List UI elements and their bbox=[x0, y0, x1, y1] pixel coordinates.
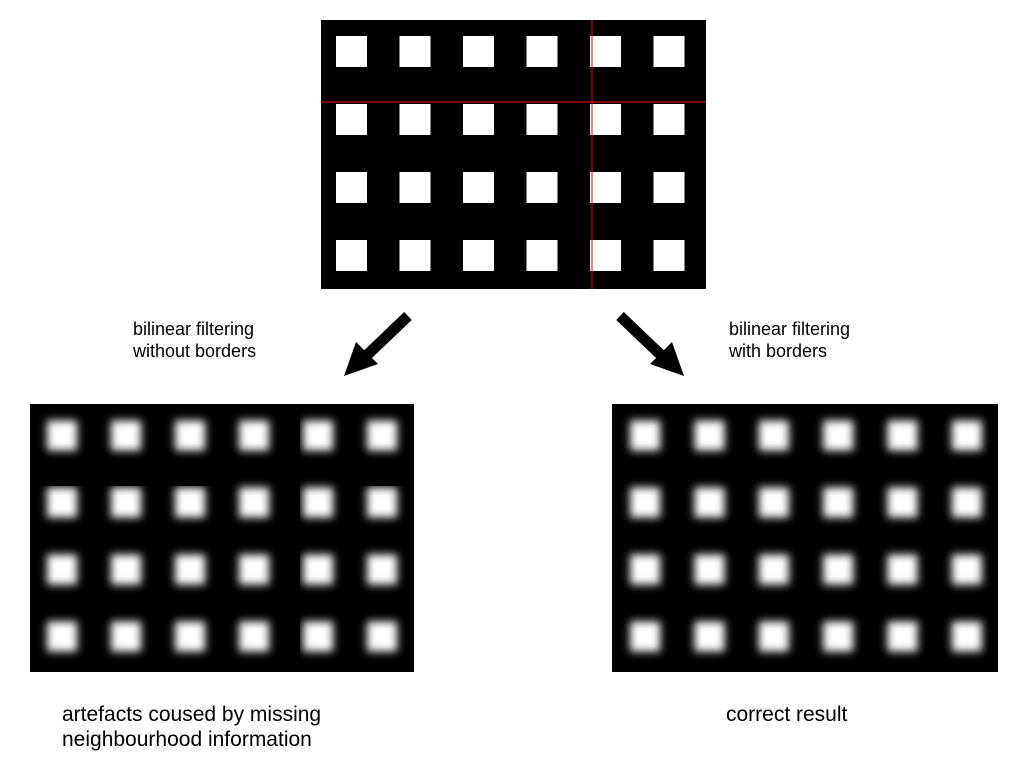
blurred-square bbox=[758, 487, 789, 518]
blurred-square bbox=[175, 420, 205, 451]
square bbox=[590, 172, 621, 203]
label-without-borders: bilinear filtering without borders bbox=[133, 319, 257, 361]
label-with-borders: bilinear filtering with borders bbox=[729, 319, 851, 361]
blurred-square bbox=[175, 621, 205, 652]
blurred-square bbox=[303, 554, 333, 585]
caption-artefacts: artefacts coused by missing neighbourhoo… bbox=[62, 703, 322, 751]
blurred-square bbox=[47, 554, 77, 585]
blurred-square bbox=[630, 554, 661, 585]
square bbox=[526, 172, 558, 203]
blurred-square bbox=[694, 487, 725, 518]
square bbox=[526, 36, 558, 67]
blurred-square bbox=[175, 554, 205, 585]
square bbox=[399, 36, 431, 67]
square bbox=[463, 104, 494, 135]
blurred-square bbox=[951, 554, 982, 585]
blurred-square bbox=[887, 554, 918, 585]
blurred-square bbox=[823, 487, 854, 518]
blurred-square bbox=[111, 487, 141, 518]
result-without-borders bbox=[30, 404, 414, 672]
blurred-square bbox=[630, 420, 661, 451]
blurred-square bbox=[239, 554, 269, 585]
square bbox=[590, 240, 621, 271]
blurred-square bbox=[239, 621, 269, 652]
blurred-square bbox=[887, 487, 918, 518]
square bbox=[653, 172, 685, 203]
square bbox=[399, 172, 431, 203]
blurred-square bbox=[758, 621, 789, 652]
square bbox=[526, 104, 558, 135]
blurred-square bbox=[823, 420, 854, 451]
source-grid bbox=[321, 20, 706, 289]
blurred-square bbox=[887, 420, 918, 451]
blurred-square bbox=[758, 420, 789, 451]
square bbox=[336, 240, 367, 271]
blurred-square bbox=[367, 420, 397, 451]
source-image bbox=[321, 20, 706, 289]
square bbox=[463, 172, 494, 203]
blurred-square bbox=[694, 621, 725, 652]
blurred-square bbox=[303, 487, 333, 518]
blurred-square bbox=[887, 621, 918, 652]
blurred-square bbox=[367, 487, 397, 518]
square bbox=[336, 104, 367, 135]
blurred-square bbox=[47, 621, 77, 652]
square bbox=[399, 240, 431, 271]
blurred-square bbox=[239, 487, 269, 518]
blurred-square bbox=[951, 487, 982, 518]
blurred-square bbox=[239, 420, 269, 451]
blurred-square bbox=[303, 621, 333, 652]
blurred-square bbox=[175, 487, 205, 518]
square bbox=[336, 172, 367, 203]
blurred-square bbox=[367, 554, 397, 585]
blurred-square bbox=[111, 554, 141, 585]
square bbox=[653, 36, 685, 67]
blurred-square bbox=[951, 621, 982, 652]
square bbox=[590, 36, 621, 67]
square bbox=[526, 240, 558, 271]
square bbox=[463, 240, 494, 271]
blurred-grid-artefacts bbox=[47, 420, 397, 652]
square bbox=[399, 104, 431, 135]
caption-correct-result: correct result bbox=[726, 703, 848, 726]
blurred-square bbox=[303, 420, 333, 451]
arrow-down-right-icon bbox=[616, 312, 684, 376]
blurred-square bbox=[758, 554, 789, 585]
blurred-square bbox=[111, 621, 141, 652]
square bbox=[336, 36, 367, 67]
blurred-square bbox=[694, 420, 725, 451]
arrow-down-left-icon bbox=[344, 312, 412, 376]
blurred-square bbox=[823, 554, 854, 585]
blurred-square bbox=[630, 487, 661, 518]
square bbox=[653, 240, 685, 271]
square bbox=[653, 104, 685, 135]
blurred-grid-correct bbox=[630, 420, 982, 652]
blurred-square bbox=[823, 621, 854, 652]
square bbox=[590, 104, 621, 135]
blurred-square bbox=[367, 621, 397, 652]
blurred-square bbox=[951, 420, 982, 451]
square bbox=[463, 36, 494, 67]
blurred-square bbox=[47, 487, 77, 518]
blurred-square bbox=[111, 420, 141, 451]
result-with-borders bbox=[612, 404, 998, 672]
blurred-square bbox=[47, 420, 77, 451]
blurred-square bbox=[694, 554, 725, 585]
blurred-square bbox=[630, 621, 661, 652]
